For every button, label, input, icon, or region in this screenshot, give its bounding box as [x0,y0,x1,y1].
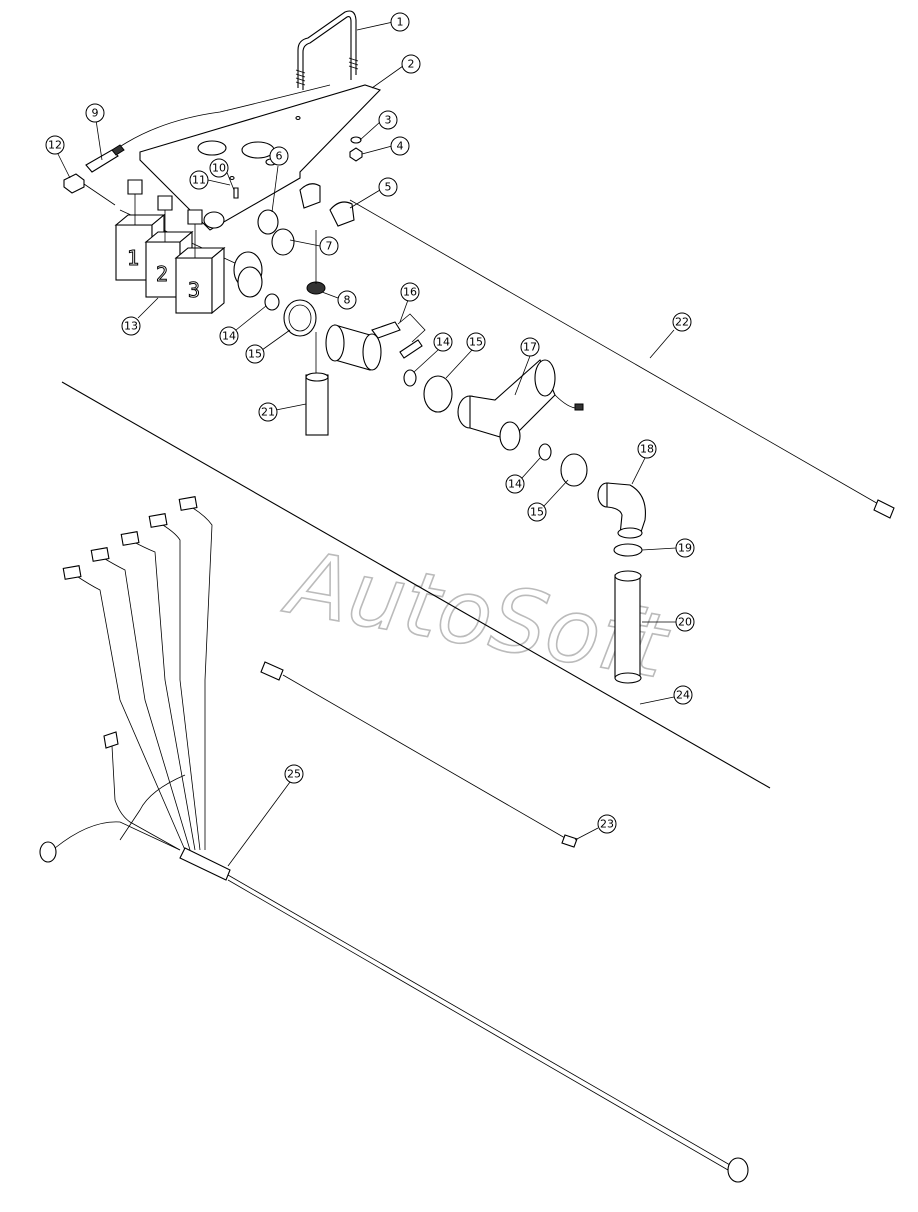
clamp-15b [423,375,453,413]
washer-14c [538,443,552,461]
callout-23: 23 [597,814,617,834]
callout-5: 5 [378,177,398,197]
svg-text:2: 2 [408,58,415,71]
svg-text:1: 1 [397,16,404,29]
elbow-18 [597,482,646,539]
callout-4: 4 [390,136,410,156]
svg-text:15: 15 [248,348,262,361]
wire-harness-25 [39,496,749,1183]
screw [233,187,239,199]
callout-1: 1 [390,12,410,32]
u-bolt [295,10,359,90]
svg-text:14: 14 [508,478,522,491]
clamp-15c [560,453,588,487]
callout-6: 6 [269,146,289,166]
svg-text:12: 12 [48,139,62,152]
svg-text:23: 23 [600,818,614,831]
callout-22: 22 [672,312,692,332]
svg-text:11: 11 [192,174,206,187]
svg-text:15: 15 [469,336,483,349]
callout-15b: 15 [466,332,486,352]
svg-text:21: 21 [261,406,275,419]
svg-text:14: 14 [222,330,236,343]
rod-24 [61,381,771,789]
mounting-plate [139,84,382,231]
svg-text:20: 20 [678,616,692,629]
washer-14 [264,293,280,311]
svg-text:10: 10 [212,162,226,175]
callout-15c: 15 [527,502,547,522]
callout-15a: 15 [245,344,265,364]
ring-19 [613,543,643,557]
valve-label-1: 1 [127,246,139,270]
callout-24: 24 [673,685,693,705]
callout-14a: 14 [219,326,239,346]
callout-13: 13 [121,316,141,336]
callout-16: 16 [400,282,420,302]
svg-text:6: 6 [276,150,283,163]
valve-label-2: 2 [156,262,168,286]
manifold-fittings [203,183,355,298]
svg-text:14: 14 [436,336,450,349]
wire-lead [117,84,331,149]
cable-22 [349,199,895,519]
callout-8: 8 [337,290,357,310]
callout-25: 25 [284,764,304,784]
callout-17: 17 [520,337,540,357]
svg-text:17: 17 [523,341,537,354]
svg-text:5: 5 [385,181,392,194]
nut [349,147,363,162]
callout-2: 2 [401,54,421,74]
svg-text:7: 7 [326,240,333,253]
svg-text:4: 4 [397,140,404,153]
callout-18: 18 [637,439,657,459]
washer [350,136,362,144]
callout-3: 3 [378,110,398,130]
callout-20: 20 [675,612,695,632]
callout-14b: 14 [433,332,453,352]
connector-9 [85,144,125,173]
callout-14c: 14 [505,474,525,494]
callouts: 1 2 3 4 5 6 7 8 9 10 11 12 13 [45,12,695,867]
pipe-20 [614,570,642,684]
cable-23 [260,661,578,848]
callout-9: 9 [85,103,105,123]
svg-text:24: 24 [676,689,690,702]
callout-21: 21 [258,402,278,422]
solenoid-16 [325,313,426,371]
fitting-12 [63,173,116,206]
venturi-17 [457,359,584,451]
svg-text:3: 3 [385,114,392,127]
svg-text:8: 8 [344,294,351,307]
svg-text:13: 13 [124,320,138,333]
callout-11: 11 [189,170,209,190]
svg-text:16: 16 [403,286,417,299]
callout-12: 12 [45,135,65,155]
callout-19: 19 [675,538,695,558]
valve-label-3: 3 [188,278,200,302]
callout-7: 7 [319,236,339,256]
valve-bank: 1 2 3 [114,179,251,315]
svg-text:22: 22 [675,316,689,329]
svg-text:15: 15 [530,506,544,519]
pipe-21 [305,332,329,436]
svg-text:18: 18 [640,443,654,456]
svg-text:19: 19 [678,542,692,555]
svg-text:9: 9 [92,107,99,120]
svg-text:25: 25 [287,768,301,781]
washer-14b [403,369,417,387]
callout-10: 10 [209,158,229,178]
